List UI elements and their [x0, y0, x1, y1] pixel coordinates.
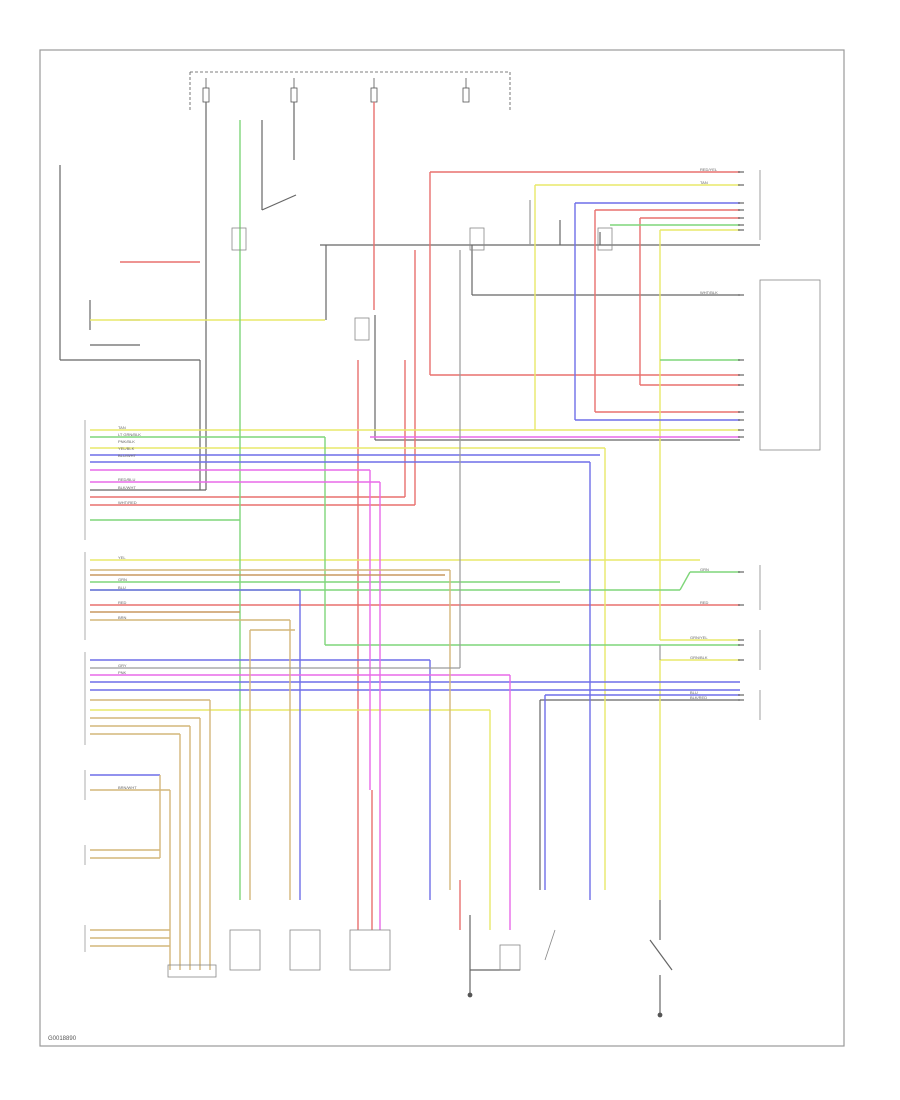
label-pnk-blk: PNK/BLK — [118, 439, 135, 444]
wires-green — [90, 120, 740, 900]
wires-red — [90, 102, 740, 930]
wires-black — [59, 102, 760, 1015]
components — [167, 170, 821, 978]
label-blu: BLU — [118, 585, 126, 590]
label-blu-wht: BLU/WHT — [118, 453, 137, 458]
label-tan-right: TAN — [700, 180, 708, 185]
label-red-right: RED — [700, 600, 709, 605]
label-wht-red: WHT/RED — [118, 500, 137, 505]
label-blk-wht: BLK/WHT — [118, 485, 136, 490]
label-red: RED — [118, 600, 127, 605]
wires-brown — [90, 574, 445, 613]
label-blu-right: BLU — [690, 690, 698, 695]
label-grn: GRN — [118, 577, 127, 582]
label-ltgrn-blk: LT GRN/BLK — [118, 432, 141, 437]
label-yel: YEL — [118, 555, 126, 560]
wires-gray — [90, 200, 661, 669]
wires-yellow — [90, 184, 740, 930]
label-blk-red: BLK/RED — [690, 695, 707, 700]
label-grn-yel: GRN/YEL — [690, 635, 708, 640]
label-wht-blk: WHT/BLK — [700, 290, 718, 295]
label-red-blu: RED/BLU — [118, 477, 135, 482]
wires-tan — [90, 569, 451, 970]
label-gry: GRY — [118, 663, 127, 668]
label-red-yel: RED/YEL — [700, 167, 718, 172]
fuse-block — [189, 71, 511, 112]
wires-blue — [90, 202, 740, 900]
connector-terminals — [738, 171, 744, 701]
wires-magenta — [90, 436, 740, 930]
label-yel-blk: YEL/BLK — [118, 446, 135, 451]
label-pnk: PNK — [118, 670, 127, 675]
label-brn-wht: BRN/WHT — [118, 785, 137, 790]
label-grn-blk: GRN/BLK — [690, 655, 708, 660]
ground-symbols — [467, 992, 663, 1018]
label-brn: BRN — [118, 615, 127, 620]
label-tan: TAN — [118, 425, 126, 430]
wire-labels: TAN LT GRN/BLK PNK/BLK YEL/BLK BLU/WHT R… — [118, 167, 718, 790]
diagram-frame — [39, 49, 845, 1047]
label-grn-right: GRN — [700, 567, 709, 572]
figure-code: G0018890 — [48, 1036, 77, 1042]
